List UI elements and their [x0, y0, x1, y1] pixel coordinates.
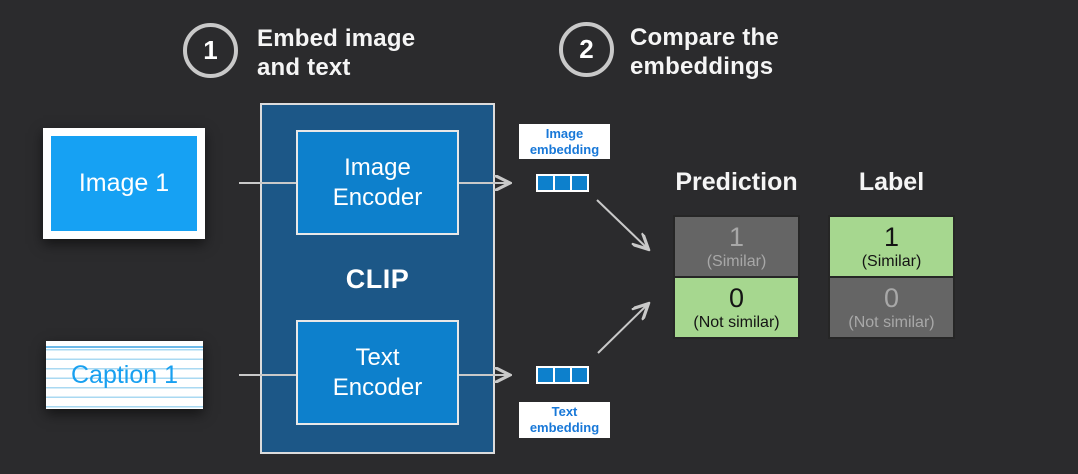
- image-input-label: Image 1: [78, 169, 170, 197]
- step-2-number: 2: [579, 34, 594, 64]
- text-embedding-label-line1: Text: [551, 404, 578, 419]
- text-embedding-label-line2: embedding: [529, 420, 600, 435]
- label-similar-value: 1: [883, 221, 900, 252]
- image-embedding-label-line2: embedding: [529, 141, 600, 157]
- label-not-similar-note: (Not similar): [848, 313, 935, 331]
- step-1-caption-line2: and text: [257, 54, 351, 81]
- caption-input-card: Caption 1: [46, 341, 203, 409]
- image-input-fill: Image 1: [51, 136, 197, 231]
- label-not-similar-value: 0: [883, 282, 900, 313]
- caption-input-label: Caption 1: [70, 360, 179, 389]
- arrow-text-embedding-to-compare: [597, 305, 647, 354]
- vector-cell: [555, 368, 570, 382]
- image-embedding-vector: [536, 174, 589, 192]
- label-similar-note: (Similar): [861, 252, 922, 270]
- prediction-similar-note: (Similar): [706, 252, 767, 270]
- label-row-not-similar: 0 (Not similar): [830, 276, 953, 337]
- prediction-table: 1 (Similar) 0 (Not similar): [673, 215, 800, 339]
- prediction-row-not-similar: 0 (Not similar): [675, 276, 798, 337]
- clip-title: CLIP: [345, 264, 410, 294]
- step-1-number: 1: [203, 35, 218, 65]
- step-2-badge: 2: [559, 22, 614, 77]
- prediction-row-similar: 1 (Similar): [675, 217, 798, 276]
- image-encoder-box: Image Encoder: [296, 130, 459, 235]
- vector-cell: [572, 368, 587, 382]
- prediction-not-similar-value: 0: [728, 282, 745, 313]
- arrow-image-embedding-to-compare: [596, 199, 647, 248]
- vector-cell: [572, 176, 587, 190]
- step-2-caption: Compare the embeddings: [630, 23, 779, 81]
- label-row-similar: 1 (Similar): [830, 217, 953, 276]
- label-header: Label: [858, 168, 925, 196]
- step-1-caption-line1: Embed image: [257, 25, 416, 52]
- text-embedding-label: Text embedding: [519, 402, 610, 438]
- vector-cell: [538, 176, 553, 190]
- step-2-caption-line2: embeddings: [630, 53, 774, 80]
- text-encoder-label-line2: Encoder: [332, 373, 423, 401]
- text-embedding-vector: [536, 366, 589, 384]
- step-2-caption-line1: Compare the: [630, 24, 779, 51]
- text-encoder-box: Text Encoder: [296, 320, 459, 425]
- prediction-not-similar-note: (Not similar): [693, 313, 780, 331]
- image-encoder-label-line2: Encoder: [332, 183, 423, 211]
- image-embedding-label: Image embedding: [519, 124, 610, 159]
- text-encoder-label-line1: Text: [355, 343, 400, 371]
- prediction-similar-value: 1: [728, 221, 745, 252]
- prediction-header: Prediction: [675, 168, 798, 196]
- image-encoder-label-line1: Image: [344, 153, 411, 181]
- step-1-badge: 1: [183, 23, 238, 78]
- image-embedding-label-line1: Image: [545, 125, 584, 141]
- image-input-card: Image 1: [43, 128, 205, 239]
- label-table: 1 (Similar) 0 (Not similar): [828, 215, 955, 339]
- step-1-caption: Embed image and text: [257, 24, 415, 82]
- vector-cell: [555, 176, 570, 190]
- vector-cell: [538, 368, 553, 382]
